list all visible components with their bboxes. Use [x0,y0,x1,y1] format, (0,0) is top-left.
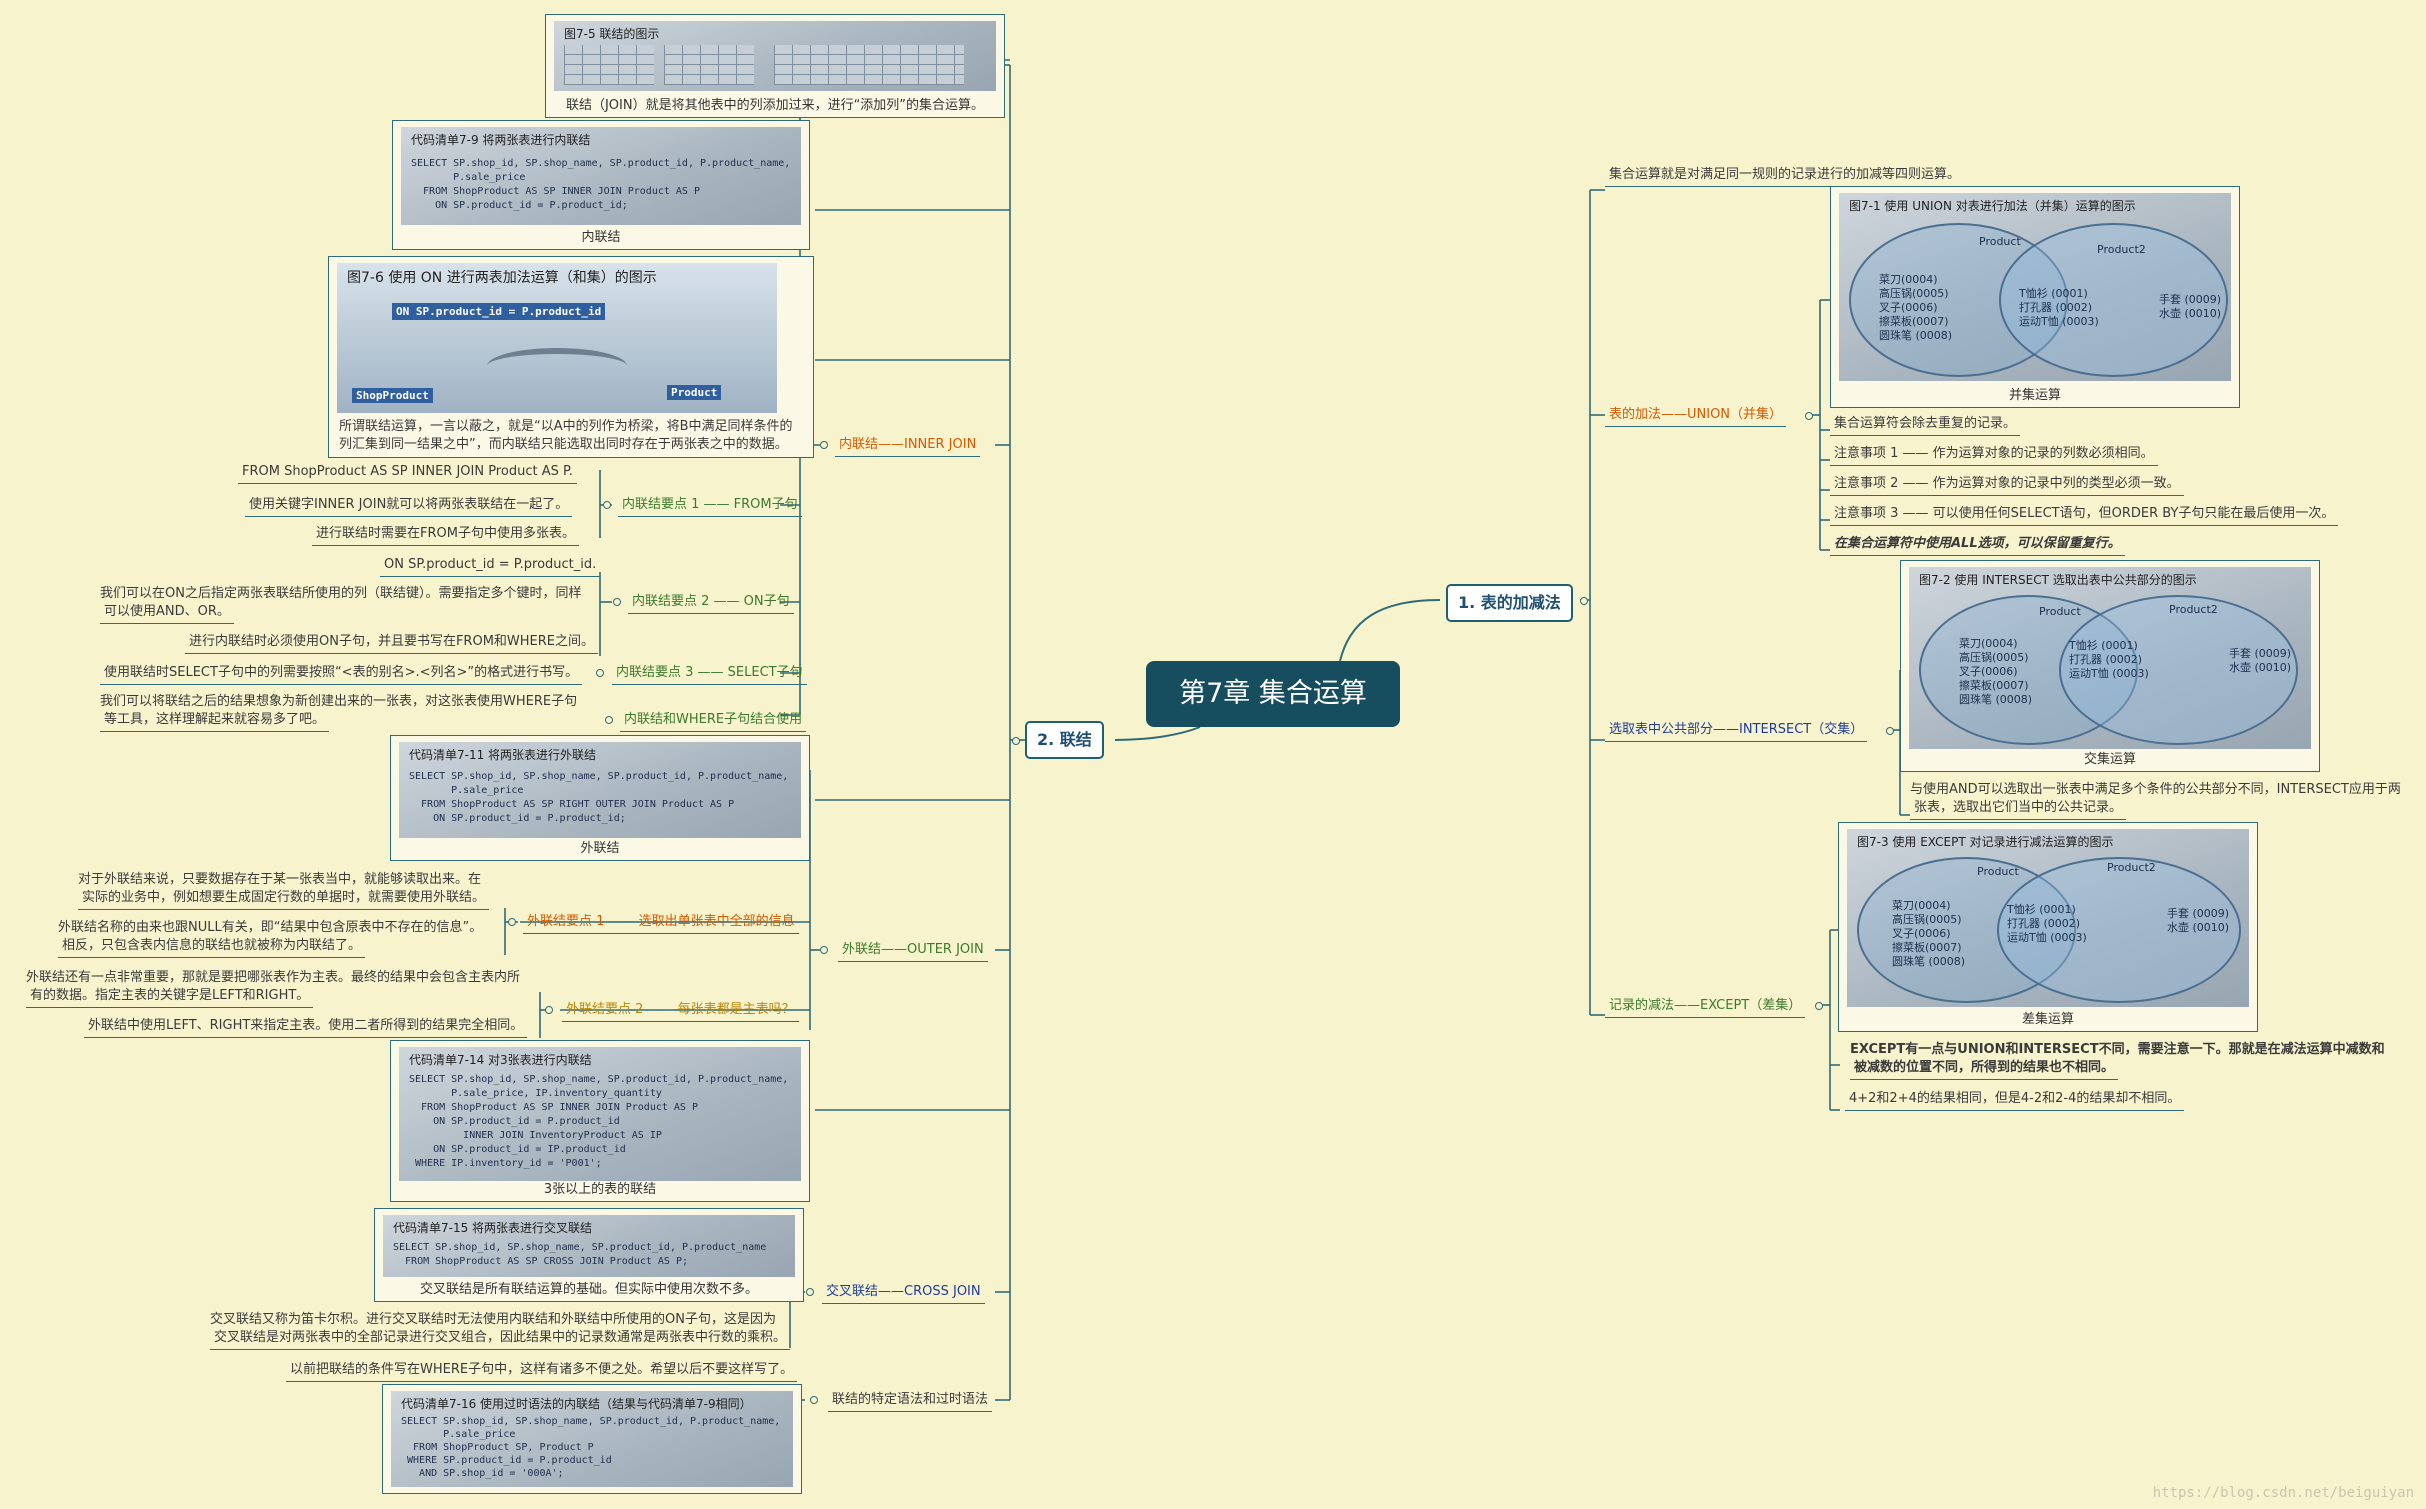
code-7-16-box: 代码清单7-16 使用过时语法的内联结（结果与代码清单7-9相同） SELECT… [382,1384,802,1494]
collapse-dot-outer2[interactable] [545,1006,553,1014]
branch-cross-join[interactable]: 交叉联结——CROSS JOIN [822,1282,985,1304]
except-note-line2: 被减数的位置不同，所得到的结果也不相同。 [1850,1058,2119,1080]
branch-inner-join[interactable]: 内联结——INNER JOIN [835,435,981,457]
union-point-4: 注意事项 3 —— 可以使用任何SELECT语句，但ORDER BY子句只能在最… [1830,504,2339,526]
set-operation-intro: 集合运算就是对满足同一规则的记录进行的加减等四则运算。 [1605,165,1965,187]
collapse-dot-old[interactable] [810,1396,818,1404]
outer-point-2[interactable]: 外联结要点 2 —— 每张表都是主表吗？ [562,1000,799,1022]
collapse-dot-inner[interactable] [820,441,828,449]
code-7-9-box: 代码清单7-9 将两张表进行内联结 SELECT SP.shop_id, SP.… [392,120,810,250]
union-box-caption: 并集运算 [2008,388,2061,403]
union-figure-box: 图7-1 使用 UNION 对表进行加法（并集）运算的图示 Product Pr… [1830,186,2240,408]
collapse-dot-cross[interactable] [806,1288,814,1296]
main-node-table-arithmetic[interactable]: 1. 表的加减法 [1446,584,1573,622]
branch-except[interactable]: 记录的减法——EXCEPT（差集） [1605,996,1806,1018]
collapse-dot-except[interactable] [1815,1002,1823,1010]
figure-7-6-box: 图7-6 使用 ON 进行两表加法运算（和集）的图示 ON SP.product… [328,256,814,458]
except-figure-box: 图7-3 使用 EXCEPT 对记录进行减法运算的图示 Product Prod… [1838,822,2258,1032]
watermark: https://blog.csdn.net/beiguiyan [2152,1485,2414,1501]
union-point-5: 在集合运算符中使用ALL选项，可以保留重复行。 [1830,534,2125,556]
intersect-figure-box: 图7-2 使用 INTERSECT 选取出表中公共部分的图示 Product P… [1900,560,2320,772]
collapse-dot-inner-where[interactable] [605,716,613,724]
inner-point-3[interactable]: 内联结要点 3 —— SELECT子句 [612,663,807,685]
central-topic[interactable]: 第7章 集合运算 [1146,661,1400,727]
collapse-dot-union[interactable] [1805,412,1813,420]
outer-point-1[interactable]: 外联结要点 1 —— 选取出单张表中全部的信息 [523,912,799,934]
code-7-14-box: 代码清单7-14 对3张表进行内联结 SELECT SP.shop_id, SP… [390,1040,810,1202]
union-point-1: 集合运算符会除去重复的记录。 [1830,414,2021,436]
except-note-line3: 4+2和2+4的结果相同，但是4-2和2-4的结果却不相同。 [1845,1089,2185,1111]
collapse-dot-inner1[interactable] [603,501,611,509]
union-point-3: 注意事项 2 —— 作为运算对象的记录中列的类型必须一致。 [1830,474,2184,496]
code-7-15-box: 代码清单7-15 将两张表进行交叉联结 SELECT SP.shop_id, S… [374,1208,804,1302]
collapse-dot-inner2[interactable] [613,598,621,606]
figure-7-5-box: 图7-5 联结的图示 联结（JOIN）就是将其他表中的列添加过来，进行“添加列”… [545,14,1005,118]
collapse-dot-outer[interactable] [820,946,828,954]
collapse-dot-outer1[interactable] [508,918,516,926]
intersect-note-line2: 张表，选取出它们当中的公共记录。 [1910,798,2127,820]
branch-outer-join[interactable]: 外联结——OUTER JOIN [838,940,988,962]
collapse-dot-left[interactable] [1012,737,1020,745]
collapse-dot-right[interactable] [1580,597,1588,605]
main-node-join[interactable]: 2. 联结 [1025,721,1104,759]
branch-old-syntax[interactable]: 联结的特定语法和过时语法 [828,1390,993,1412]
except-note-line1: EXCEPT有一点与UNION和INTERSECT不同，需要注意一下。那就是在减… [1850,1042,2385,1057]
intersect-note-line1: 与使用AND可以选取出一张表中满足多个条件的公共部分不同，INTERSECT应用… [1910,782,2401,797]
figure-7-5-note: 联结（JOIN）就是将其他表中的列添加过来，进行“添加列”的集合运算。 [565,98,985,113]
branch-union[interactable]: 表的加法——UNION（并集） [1605,405,1787,427]
inner-point-1[interactable]: 内联结要点 1 —— FROM子句 [618,495,802,517]
union-point-2: 注意事项 1 —— 作为运算对象的记录的列数必须相同。 [1830,444,2158,466]
branch-intersect[interactable]: 选取表中公共部分——INTERSECT（交集） [1605,720,1868,742]
inner-where[interactable]: 内联结和WHERE子句结合使用 [620,710,807,732]
collapse-dot-inner3[interactable] [596,669,604,677]
code-7-11-box: 代码清单7-11 将两张表进行外联结 SELECT SP.shop_id, SP… [390,735,810,861]
union-figure-caption: 图7-1 使用 UNION 对表进行加法（并集）运算的图示 [1849,199,2136,213]
inner-point-2[interactable]: 内联结要点 2 —— ON子句 [628,592,794,614]
collapse-dot-intersect[interactable] [1886,727,1894,735]
